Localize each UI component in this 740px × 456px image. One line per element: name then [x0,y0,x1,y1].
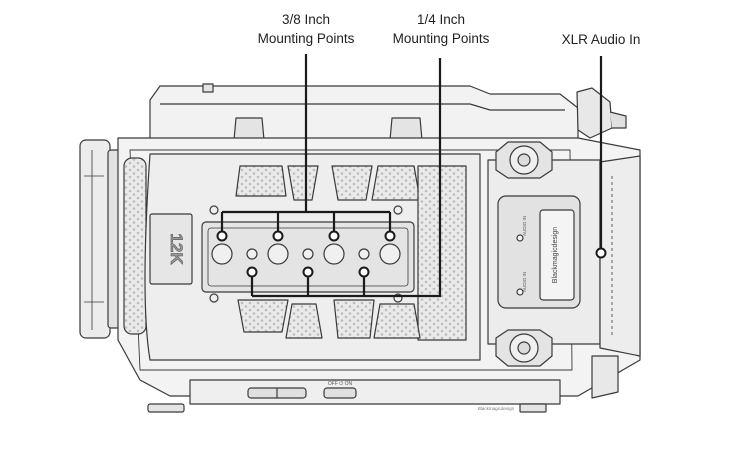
callout-xlr-audio-in: XLR Audio In [545,30,657,49]
top-right-lug [576,87,613,139]
mount-hole-large [323,243,345,265]
endpoint-3-8 [272,230,284,242]
mount-hole-small [358,248,370,260]
leader-lines [220,54,603,298]
audio-in-2-label: AUDIO IN [522,272,527,292]
vent-bottom-1 [237,299,289,333]
side-plate [599,155,641,357]
endpoint-1-4 [302,266,314,278]
vent-top-2 [287,165,319,201]
bottom-strip [189,379,561,405]
top-knob [202,83,214,93]
vent-top-3 [331,165,373,201]
mount-hole-large [379,243,401,265]
callout-3-8-line2: Mounting Points [257,31,355,46]
vent-top-1 [235,165,287,197]
callout-1-4-inch-mounting-points: 1/4 Inch Mounting Points [381,10,501,48]
side-grip [123,157,147,335]
endpoint-1-4 [358,266,370,278]
callout-3-8-inch-mounting-points: 3/8 Inch Mounting Points [247,10,365,48]
callout-1-4-line1: 1/4 Inch [416,12,466,27]
leader-endpoints [216,230,607,278]
mount-hole-large [267,243,289,265]
power-switch-label: OFF ⏻ ON [328,381,353,387]
lens-mount-ring [79,139,111,339]
resolution-badge: 12K [167,233,186,265]
leader-3-8 [220,54,392,234]
brand-text: Blackmagicdesign [552,227,559,284]
mount-hole-small [246,248,258,260]
vent-right [417,165,467,341]
vent-bottom-3 [333,299,375,339]
callout-3-8-line1: 3/8 Inch [281,12,331,27]
footer-brand-mark: Blackmagicdesign [478,406,515,411]
vent-top-4 [371,165,421,201]
endpoint-3-8 [384,230,396,242]
top-bump-left [233,117,265,141]
top-bump-right [389,117,423,141]
endpoint-xlr [595,247,607,259]
mount-hole-large [211,243,233,265]
top-rail [149,85,579,141]
leader-1-4 [250,58,442,298]
endpoint-1-4 [246,266,258,278]
vent-bottom-2 [285,303,323,339]
rosette-bottom [495,329,553,367]
callout-1-4-line2: Mounting Points [392,31,490,46]
endpoint-3-8 [216,230,228,242]
power-switch [323,387,357,399]
mount-hole-small [302,248,314,260]
top-rail-inner [160,103,565,111]
endpoint-3-8 [328,230,340,242]
audio-in-1-label: AUDIO IN [522,216,527,236]
callout-xlr-label: XLR Audio In [561,32,641,47]
rosette-top [495,141,553,179]
vent-bottom-4 [373,303,421,339]
